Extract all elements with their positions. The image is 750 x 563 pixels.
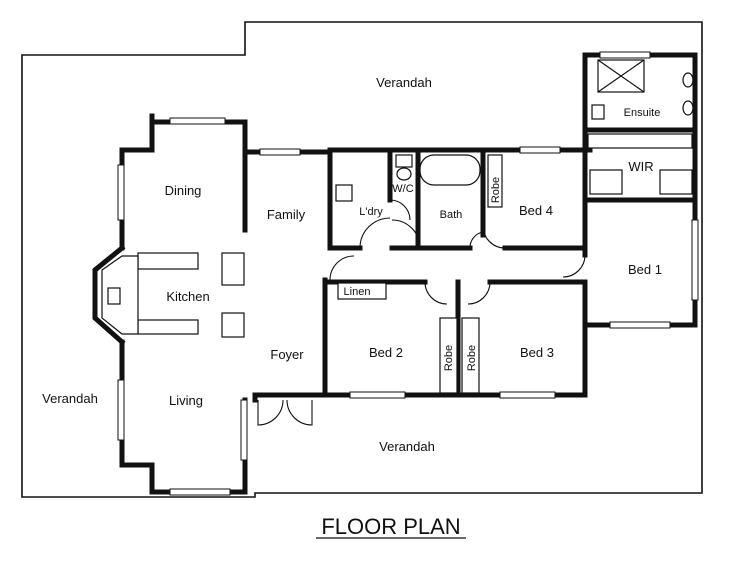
kitchen-sink [107, 287, 121, 305]
kitchen-island-top [221, 252, 245, 286]
wall-dining-west [119, 119, 155, 251]
window-bed3 [499, 391, 556, 399]
label-wc: W/C [392, 183, 413, 195]
window-bed1-south [609, 321, 671, 329]
interior-partitions [242, 127, 698, 398]
label-verandah-bottom: Verandah [379, 439, 435, 454]
label-bed1: Bed 1 [628, 262, 662, 277]
wall-bottom-rooms [322, 322, 698, 398]
label-family: Family [267, 207, 306, 222]
window-dining [169, 117, 226, 125]
toilet-bowl-wc [396, 167, 412, 181]
label-verandah-left: Verandah [42, 391, 98, 406]
label-ensuite: Ensuite [624, 107, 661, 119]
door-front-right [286, 399, 313, 426]
label-robe-bed2: Robe [443, 345, 455, 371]
window-bed2 [349, 391, 406, 399]
window-ensuite [599, 51, 651, 59]
label-dining: Dining [165, 183, 202, 198]
label-bed3: Bed 3 [520, 345, 554, 360]
linen-box [337, 282, 387, 300]
plan-title: FLOOR PLAN [321, 514, 460, 539]
wir-shelf-left [589, 169, 623, 195]
ensuite-basin-top [682, 72, 694, 88]
wall-living-west [119, 339, 248, 495]
wall-foyer-east [252, 277, 328, 403]
door-bed1 [562, 254, 586, 278]
label-verandah-top: Verandah [376, 75, 432, 90]
wall-kitchen-bay [92, 244, 126, 346]
door-laundry-b [391, 219, 421, 249]
window-bed1 [691, 219, 699, 301]
bathtub [419, 154, 481, 186]
robe-bed3-box [461, 317, 480, 394]
room-labels: Verandah Verandah Verandah Dining Kitche… [42, 75, 662, 454]
door-front-left [257, 399, 284, 426]
label-wir: WIR [628, 159, 653, 174]
window-dining-west [117, 164, 125, 221]
wir-shelf-right [659, 169, 693, 195]
window-living-east [240, 399, 248, 461]
kitchen-bench-top [137, 252, 199, 270]
label-foyer: Foyer [270, 347, 304, 362]
door-bed3 [467, 281, 491, 305]
label-robe-bed4: Robe [490, 177, 502, 203]
door-bath [469, 231, 484, 249]
ensuite-toilet [591, 104, 605, 120]
window-bed4 [519, 146, 561, 154]
label-bed4: Bed 4 [519, 203, 553, 218]
label-bath: Bath [440, 209, 463, 221]
fixtures [101, 59, 694, 394]
door-family [329, 255, 355, 281]
laundry-tub [335, 184, 353, 202]
label-bed2: Bed 2 [369, 345, 403, 360]
wir-rail-top [587, 133, 693, 149]
verandah-outline [21, 21, 703, 498]
label-living: Living [169, 393, 203, 408]
door-bed4 [482, 225, 506, 249]
shower-diagonal-b [597, 59, 645, 93]
kitchen-bench-bottom [137, 319, 199, 335]
door-wc [389, 199, 411, 221]
label-kitchen: Kitchen [166, 289, 209, 304]
toilet-cistern-wc [395, 154, 413, 168]
doors [257, 199, 586, 426]
window-living-west [117, 379, 125, 441]
door-laundry [359, 217, 391, 249]
robe-bed2-box [439, 317, 458, 394]
label-robe-bed3: Robe [466, 345, 478, 371]
window-living-south [169, 488, 231, 496]
door-bed2 [424, 281, 448, 305]
kitchen-island-bottom [221, 312, 245, 338]
label-linen: Linen [344, 286, 371, 298]
windows [117, 51, 699, 496]
label-laundry: L'dry [359, 206, 383, 218]
ensuite-basin-bottom [682, 100, 694, 116]
window-family [259, 148, 301, 156]
robe-bed4-box [487, 154, 503, 208]
